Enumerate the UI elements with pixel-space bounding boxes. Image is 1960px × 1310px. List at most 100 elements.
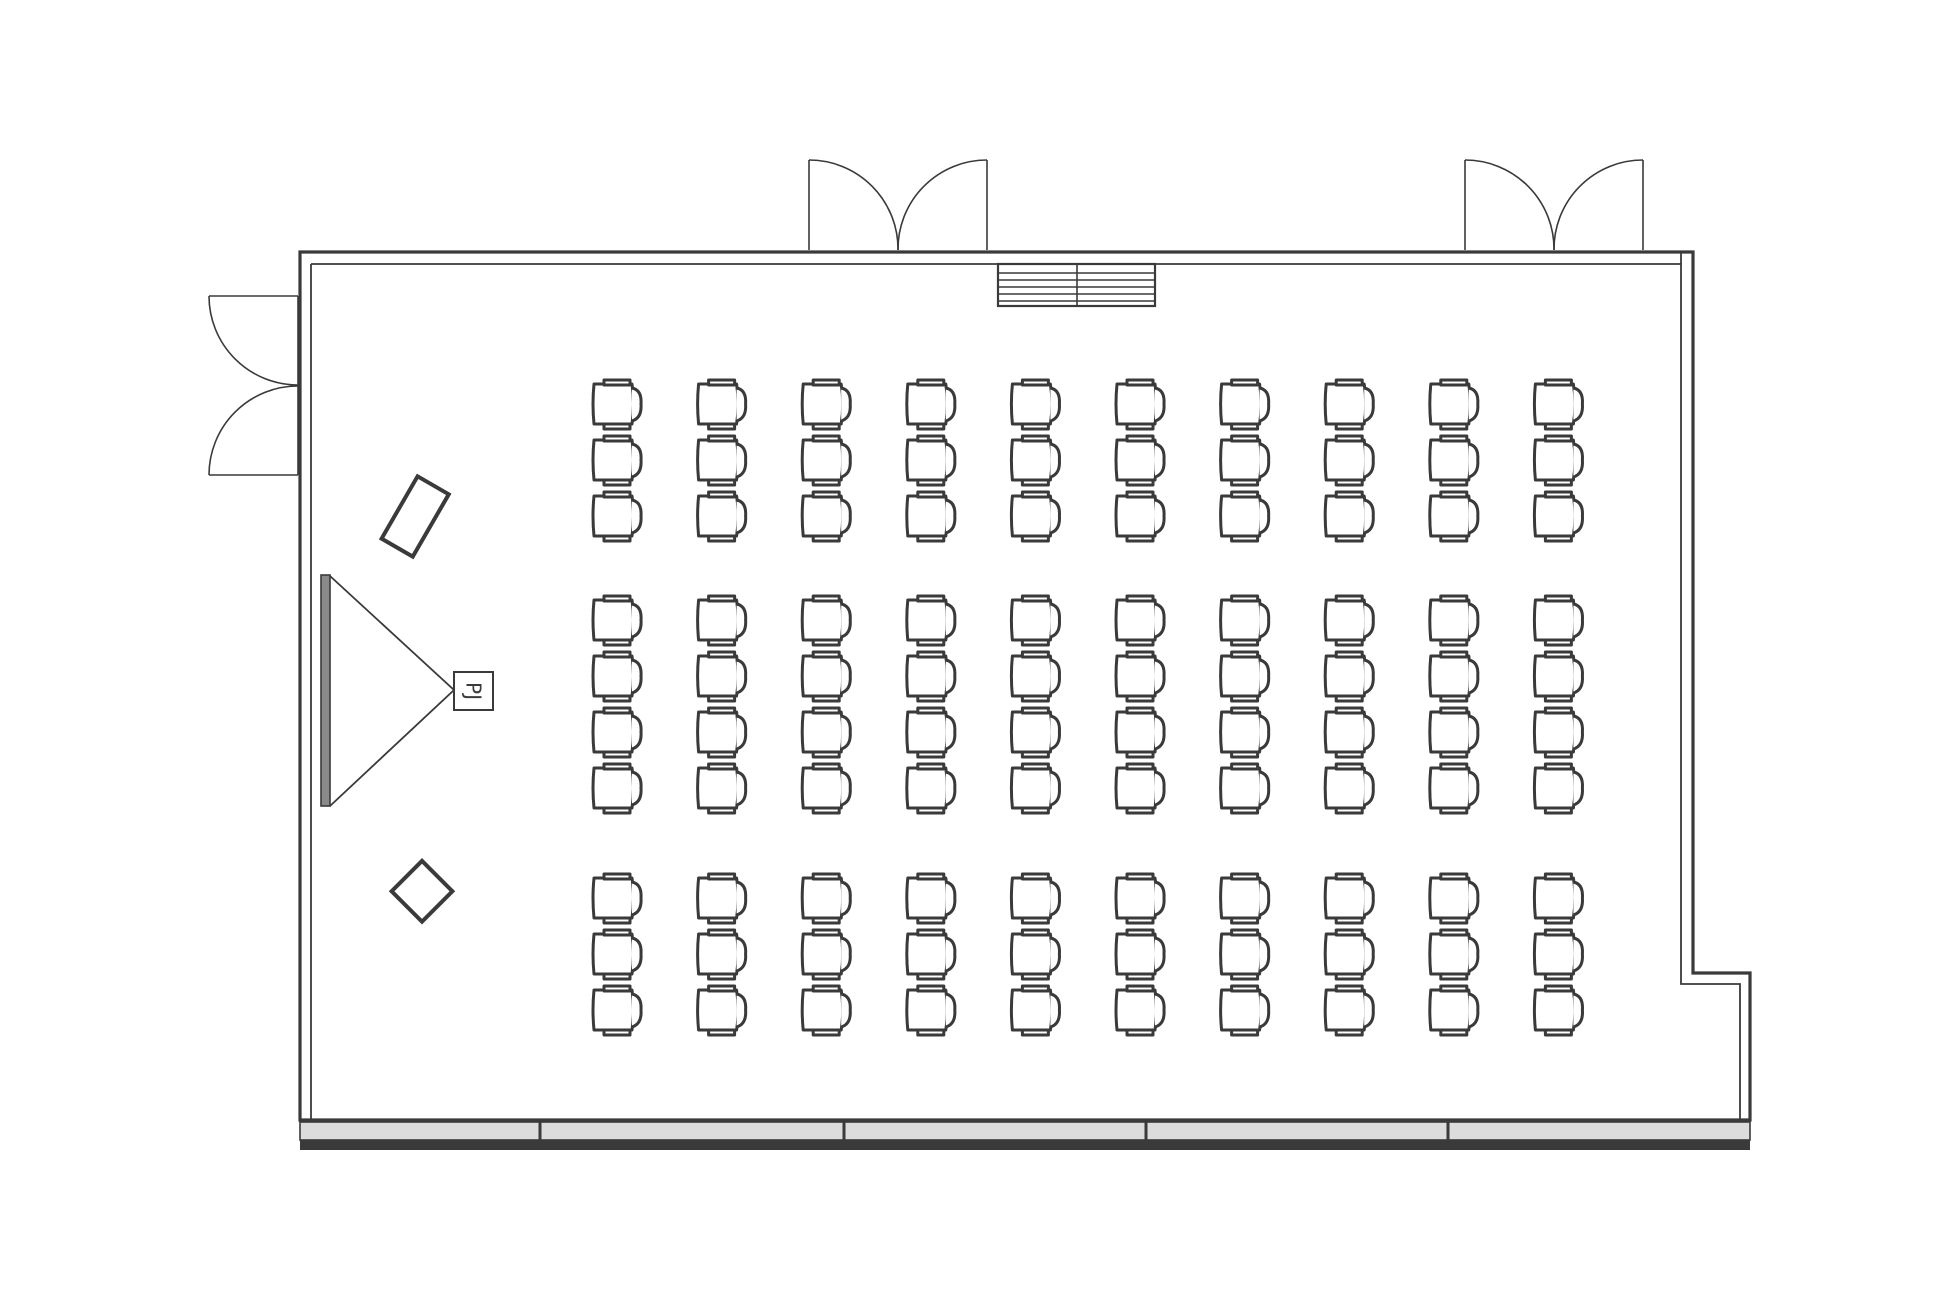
chair-icon[interactable] — [1114, 706, 1166, 759]
chair-icon[interactable] — [591, 762, 643, 815]
chair-icon[interactable] — [1323, 650, 1375, 703]
chair-icon[interactable] — [1532, 594, 1584, 647]
chair-icon[interactable] — [696, 928, 748, 981]
chair-icon[interactable] — [1532, 872, 1584, 925]
chair-icon[interactable] — [591, 984, 643, 1037]
chair-icon[interactable] — [1532, 984, 1584, 1037]
projector-icon[interactable]: PJ — [453, 671, 494, 711]
chair-icon[interactable] — [1532, 378, 1584, 431]
chair-icon[interactable] — [1009, 984, 1061, 1037]
top-double-door-1[interactable] — [808, 159, 988, 251]
chair-icon[interactable] — [905, 706, 957, 759]
chair-icon[interactable] — [1323, 706, 1375, 759]
chair-icon[interactable] — [1009, 762, 1061, 815]
chair-icon[interactable] — [591, 650, 643, 703]
desk-icon[interactable] — [378, 473, 452, 560]
chair-icon[interactable] — [1219, 928, 1271, 981]
chair-icon[interactable] — [1428, 706, 1480, 759]
chair-icon[interactable] — [1219, 434, 1271, 487]
chair-icon[interactable] — [1323, 984, 1375, 1037]
chair-icon[interactable] — [1009, 594, 1061, 647]
chair-icon[interactable] — [905, 984, 957, 1037]
chair-icon[interactable] — [1532, 706, 1584, 759]
chair-icon[interactable] — [800, 378, 852, 431]
chair-icon[interactable] — [1114, 490, 1166, 543]
chair-icon[interactable] — [696, 872, 748, 925]
chair-icon[interactable] — [1009, 650, 1061, 703]
chair-icon[interactable] — [1009, 378, 1061, 431]
chair-icon[interactable] — [1428, 984, 1480, 1037]
chair-icon[interactable] — [696, 378, 748, 431]
chair-icon[interactable] — [1428, 928, 1480, 981]
chair-icon[interactable] — [1323, 490, 1375, 543]
chair-icon[interactable] — [1114, 378, 1166, 431]
chair-icon[interactable] — [800, 706, 852, 759]
chair-icon[interactable] — [905, 872, 957, 925]
chair-icon[interactable] — [1114, 928, 1166, 981]
chair-icon[interactable] — [1219, 762, 1271, 815]
chair-icon[interactable] — [591, 594, 643, 647]
chair-icon[interactable] — [905, 490, 957, 543]
chair-icon[interactable] — [800, 594, 852, 647]
chair-icon[interactable] — [696, 650, 748, 703]
chair-icon[interactable] — [1219, 594, 1271, 647]
chair-icon[interactable] — [800, 490, 852, 543]
chair-icon[interactable] — [696, 434, 748, 487]
chair-icon[interactable] — [800, 650, 852, 703]
chair-icon[interactable] — [905, 434, 957, 487]
chair-icon[interactable] — [591, 378, 643, 431]
chair-icon[interactable] — [1009, 706, 1061, 759]
chair-icon[interactable] — [1532, 928, 1584, 981]
chair-icon[interactable] — [1323, 872, 1375, 925]
chair-icon[interactable] — [1219, 984, 1271, 1037]
chair-icon[interactable] — [1009, 434, 1061, 487]
chair-icon[interactable] — [1219, 378, 1271, 431]
chair-icon[interactable] — [1532, 650, 1584, 703]
chair-icon[interactable] — [1219, 706, 1271, 759]
chair-icon[interactable] — [696, 762, 748, 815]
chair-icon[interactable] — [1428, 650, 1480, 703]
chair-icon[interactable] — [800, 762, 852, 815]
chair-icon[interactable] — [1532, 490, 1584, 543]
chair-icon[interactable] — [905, 378, 957, 431]
chair-icon[interactable] — [1219, 872, 1271, 925]
chair-icon[interactable] — [1219, 490, 1271, 543]
chair-icon[interactable] — [905, 650, 957, 703]
chair-icon[interactable] — [1009, 490, 1061, 543]
chair-icon[interactable] — [1428, 434, 1480, 487]
chair-icon[interactable] — [1114, 872, 1166, 925]
left-double-door[interactable] — [208, 295, 299, 476]
chair-icon[interactable] — [591, 490, 643, 543]
chair-icon[interactable] — [1323, 928, 1375, 981]
chair-icon[interactable] — [591, 872, 643, 925]
chair-icon[interactable] — [1009, 872, 1061, 925]
chair-icon[interactable] — [1009, 928, 1061, 981]
chair-icon[interactable] — [1219, 650, 1271, 703]
chair-icon[interactable] — [1114, 650, 1166, 703]
chair-icon[interactable] — [1532, 762, 1584, 815]
chair-icon[interactable] — [1114, 594, 1166, 647]
top-double-door-2[interactable] — [1464, 159, 1644, 251]
chair-icon[interactable] — [591, 434, 643, 487]
chair-icon[interactable] — [1323, 378, 1375, 431]
chair-icon[interactable] — [1428, 762, 1480, 815]
table-icon[interactable] — [388, 858, 456, 925]
chair-icon[interactable] — [1323, 762, 1375, 815]
chair-icon[interactable] — [1323, 594, 1375, 647]
chair-icon[interactable] — [696, 490, 748, 543]
chair-icon[interactable] — [591, 706, 643, 759]
chair-icon[interactable] — [1114, 762, 1166, 815]
chair-icon[interactable] — [800, 434, 852, 487]
chair-icon[interactable] — [800, 984, 852, 1037]
chair-icon[interactable] — [905, 928, 957, 981]
chair-icon[interactable] — [1532, 434, 1584, 487]
chair-icon[interactable] — [591, 928, 643, 981]
chair-icon[interactable] — [800, 872, 852, 925]
chair-icon[interactable] — [696, 984, 748, 1037]
chair-icon[interactable] — [905, 594, 957, 647]
chair-icon[interactable] — [1428, 490, 1480, 543]
chair-icon[interactable] — [696, 594, 748, 647]
chair-icon[interactable] — [1114, 434, 1166, 487]
chair-icon[interactable] — [905, 762, 957, 815]
chair-icon[interactable] — [1428, 378, 1480, 431]
